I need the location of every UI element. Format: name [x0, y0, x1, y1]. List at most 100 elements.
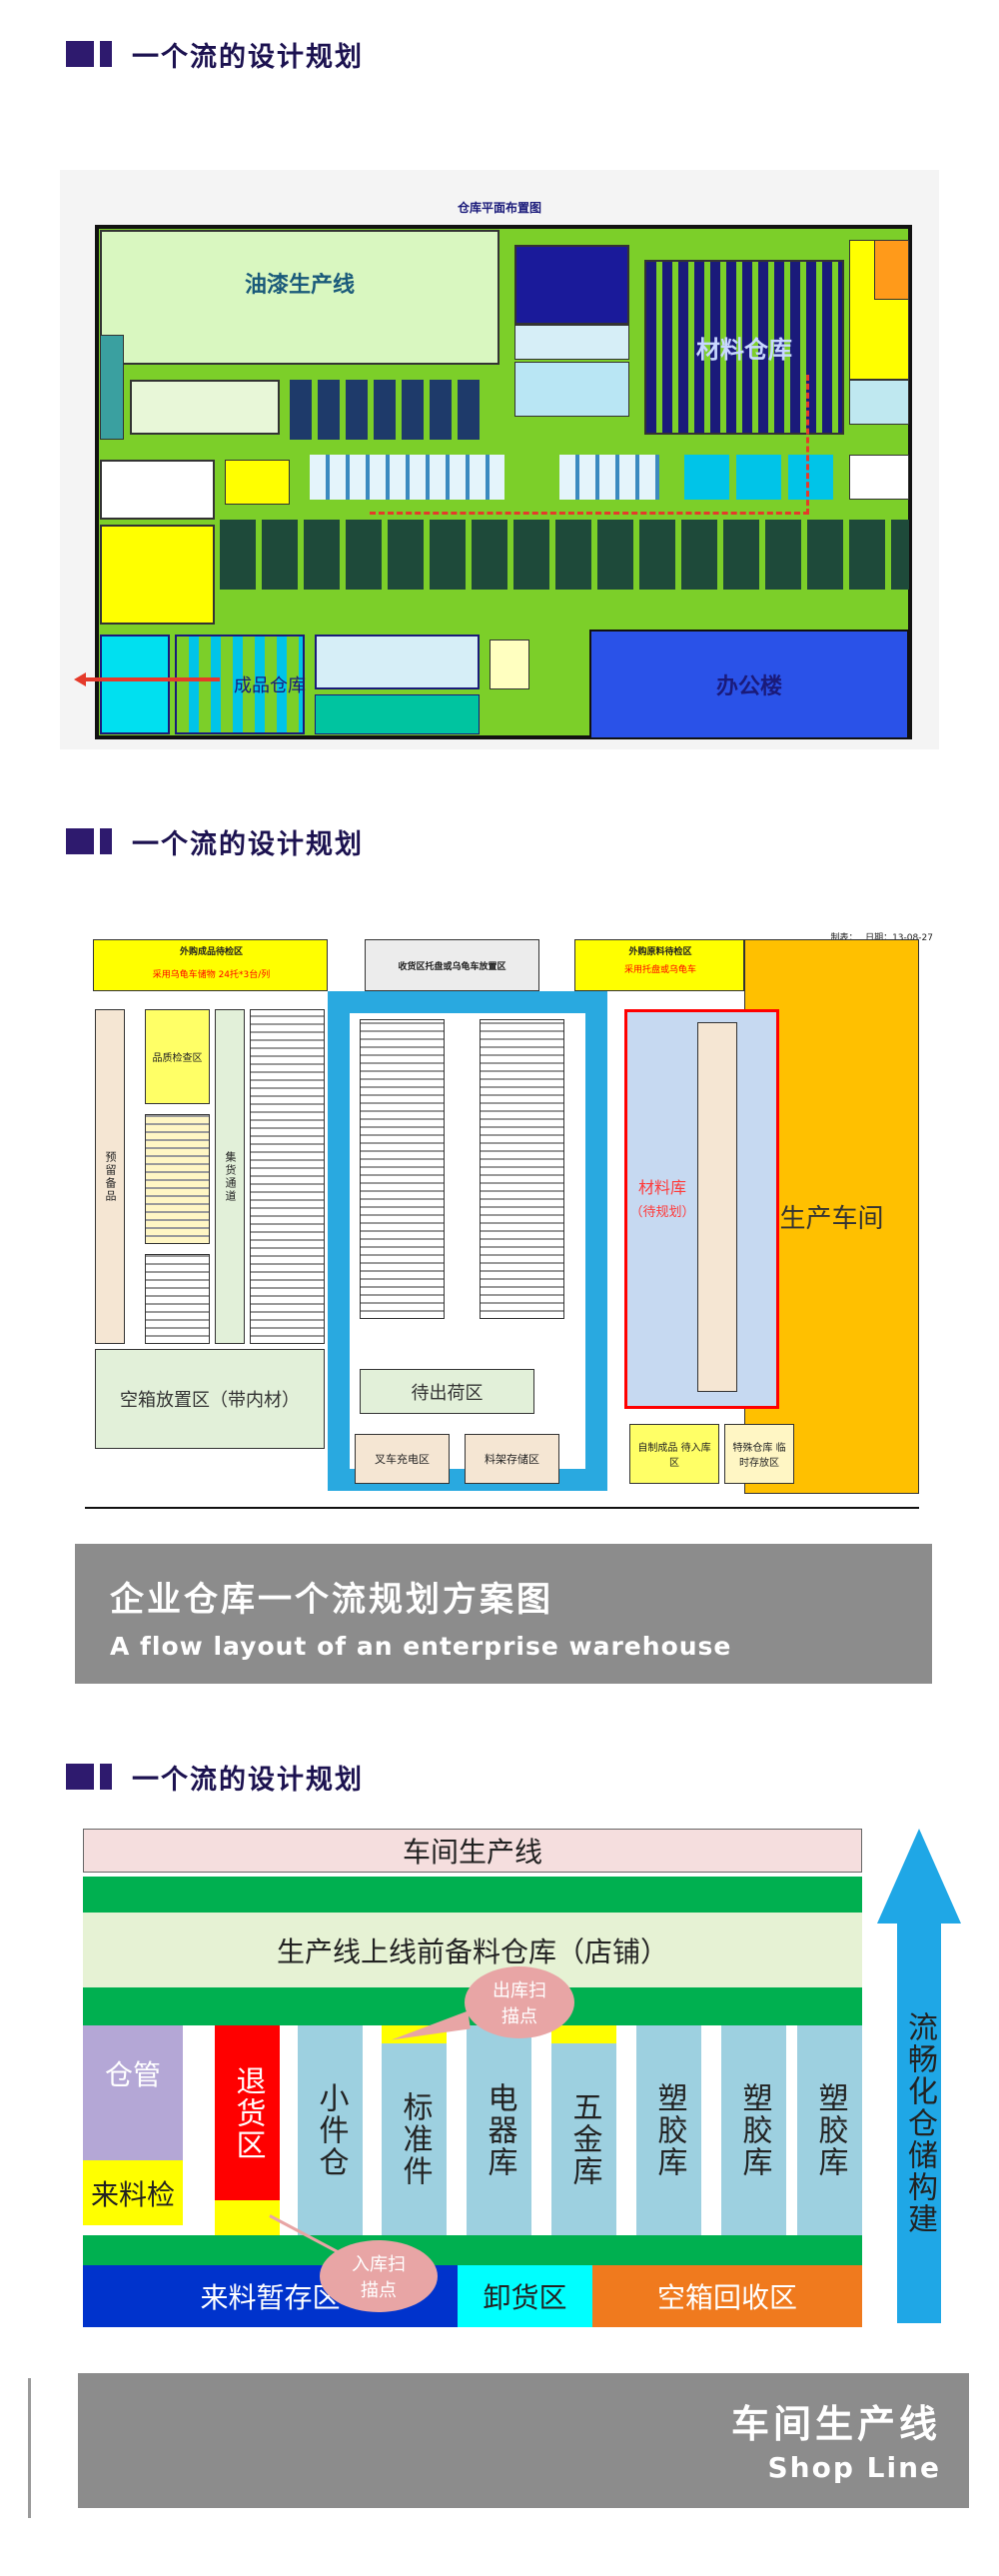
white-room — [100, 460, 215, 520]
heading-marker — [66, 41, 94, 67]
unload-zone: 卸货区 — [458, 2265, 592, 2327]
meta-date: 日期：13-08-27 — [865, 932, 933, 943]
reserve-zone: 预留备品 — [95, 1009, 125, 1344]
col-return — [215, 2025, 280, 2200]
cyan-racks — [559, 455, 659, 500]
zone-top-left: 外购成品待检区 采用乌龟车储物 24托*3台/列 — [93, 939, 328, 991]
col-yellow-cap — [551, 2025, 616, 2043]
exit-arrow-head — [74, 672, 86, 686]
side-room — [100, 335, 124, 440]
aisle-frame — [328, 991, 607, 1491]
white-room-right — [849, 455, 909, 500]
empty-recycle-zone: 空箱回收区 — [592, 2265, 862, 2327]
finished-area-a — [100, 635, 170, 734]
out-scan-bubble: 出库扫描点 — [465, 1966, 574, 2038]
material-zone: 材料库 （待规划） — [624, 1009, 779, 1409]
col-label: 五金库 — [551, 2043, 616, 2235]
caption-subtitle: Shop Line — [767, 2451, 941, 2484]
caption-subtitle: A flow layout of an enterprise warehouse — [110, 1632, 732, 1661]
col-label: 塑胶库 — [797, 2025, 862, 2235]
material-inner-aisle — [697, 1022, 737, 1392]
col-label: 仓管 — [104, 2058, 161, 2091]
section-heading-2: 一个流的设计规划 — [66, 821, 364, 861]
col-label: 标准件 — [382, 2043, 447, 2235]
zone-top-left-label: 外购成品待检区 — [179, 946, 243, 957]
heading-marker — [66, 1764, 94, 1790]
cyan-block — [849, 380, 909, 425]
col-storage-admin — [83, 2025, 183, 2160]
exit-arrow — [80, 677, 220, 681]
section-heading-text: 一个流的设计规划 — [132, 1764, 364, 1796]
section-heading-text: 一个流的设计规划 — [132, 41, 364, 73]
dark-blue-zone — [514, 245, 629, 325]
caption-divider — [28, 2378, 31, 2518]
caption-banner-2: 车间生产线 Shop Line — [78, 2373, 969, 2508]
col-label: 小件仓 — [298, 2025, 363, 2235]
heading-marker — [100, 1764, 112, 1790]
rack-block — [145, 1114, 210, 1244]
col-return-yellow — [215, 2200, 280, 2235]
light-zone — [514, 325, 629, 360]
finished-area-c — [315, 635, 480, 689]
col-label: 塑胶库 — [721, 2025, 786, 2235]
inner-room — [130, 380, 280, 435]
rack-block — [145, 1254, 210, 1344]
flow-layout-plan: 制表： 日期：13-08-27 外购成品待检区 采用乌龟车储物 24托*3台/列… — [85, 929, 933, 1509]
temp-store-zone: 特殊仓库 临时存放区 — [724, 1424, 794, 1484]
green-band — [83, 1877, 862, 1913]
light-zone — [514, 362, 629, 417]
racks-row-1 — [290, 380, 480, 440]
flow-arrow-head — [877, 1829, 961, 1924]
col-label: 塑胶库 — [636, 2025, 701, 2235]
charge-zone: 叉车充电区 — [355, 1434, 450, 1484]
material-label: 材料库 — [637, 1178, 686, 1197]
section-heading-1: 一个流的设计规划 — [66, 34, 364, 74]
heading-marker — [100, 828, 112, 854]
col-label: 退货区 — [230, 2065, 266, 2161]
section-heading-text: 一个流的设计规划 — [132, 828, 364, 860]
col-label: 电器库 — [467, 2025, 531, 2235]
caption-title: 企业仓库一个流规划方案图 — [110, 1580, 553, 1620]
pick-aisle: 集货通道 — [215, 1009, 245, 1344]
finished-warehouse: 成品仓库 — [234, 675, 306, 696]
caption-title: 车间生产线 — [730, 2402, 941, 2446]
warehouse-floor-plan: 仓库平面布置图 油漆生产线 材料仓库 成品仓库 办公楼 — [60, 170, 939, 749]
incoming-check: 来料检 — [83, 2160, 183, 2225]
goods-inspect-zone: 品质检查区 — [145, 1009, 210, 1104]
yellow-room-lower — [100, 525, 215, 625]
zone-top-left-sub: 采用乌龟车储物 24托*3台/列 — [152, 969, 271, 980]
zone-receive: 收货区托盘或乌龟车放置区 — [365, 939, 539, 991]
paint-production-line: 油漆生产线 — [100, 230, 500, 365]
store-band: 生产线上线前备料仓库（店铺） — [83, 1913, 862, 1987]
finished-area-d — [315, 694, 480, 734]
yellow-room — [225, 460, 290, 505]
material-warehouse: 材料仓库 — [644, 260, 844, 435]
plan-title: 仓库平面布置图 — [457, 200, 541, 215]
heading-marker — [66, 828, 94, 854]
finished-area-b — [175, 635, 305, 734]
green-band — [83, 2235, 862, 2265]
scrap-zone: 料架存储区 — [465, 1434, 559, 1484]
zone-top-right-sub: 采用托盘或乌龟车 — [623, 964, 696, 975]
zone-top-right-label: 外购原料待检区 — [628, 946, 692, 957]
in-scan-bubble: 入库扫描点 — [320, 2240, 438, 2312]
cyan-racks — [310, 455, 504, 500]
flow-path — [370, 375, 809, 515]
caption-banner-1: 企业仓库一个流规划方案图 A flow layout of an enterpr… — [75, 1544, 932, 1684]
dispatch-zone: 待出荷区 — [360, 1369, 534, 1414]
shop-line-diagram: 车间生产线 生产线上线前备料仓库（店铺） 仓管 来料检 退货区 小件仓 标准件 … — [80, 1829, 979, 2348]
rack-block — [360, 1019, 445, 1319]
self-made-zone: 自制成品 待入库区 — [629, 1424, 719, 1484]
section-heading-3: 一个流的设计规划 — [66, 1757, 364, 1797]
zone-top-right: 外购原料待检区 采用托盘或乌龟车 — [574, 939, 744, 991]
office-building: 办公楼 — [589, 630, 909, 739]
rack-block — [480, 1019, 564, 1319]
meta-author: 制表： — [830, 932, 858, 943]
empty-box-zone: 空箱放置区（带内材） — [95, 1349, 325, 1449]
orange-block — [874, 240, 909, 300]
racks-row-2 — [220, 520, 909, 590]
material-sub: （待规划） — [629, 1204, 695, 1220]
small-room — [490, 640, 529, 689]
col-yellow-cap — [382, 2025, 447, 2043]
heading-marker — [100, 41, 112, 67]
